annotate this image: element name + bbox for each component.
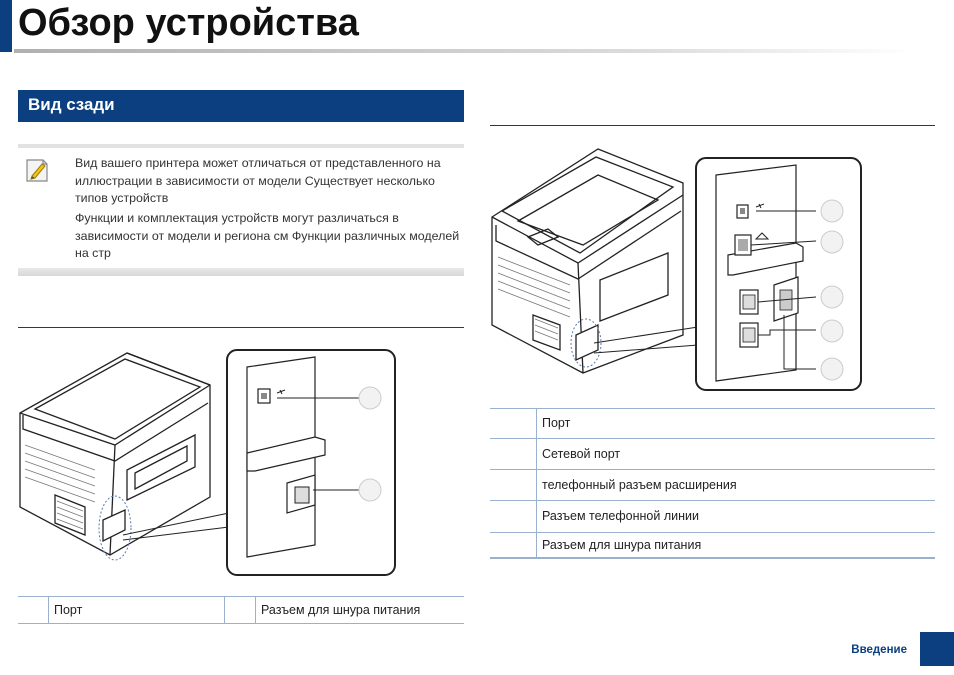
- left-figure-rule: [18, 327, 464, 328]
- part-number: [224, 597, 256, 624]
- part-label: Сетевой порт: [536, 438, 935, 470]
- part-number: [490, 532, 537, 559]
- part-number: [490, 500, 537, 533]
- footer-section-link[interactable]: Введение: [851, 644, 907, 656]
- table-row: Разъем для шнура питания: [490, 532, 935, 559]
- part-number: [490, 438, 537, 470]
- note-paragraph-2: Функции и комплектация устройств могут р…: [75, 211, 460, 260]
- part-number: [490, 469, 537, 501]
- pencil-note-icon: [26, 159, 48, 182]
- right-table-top-rule: [490, 408, 935, 409]
- table-row: Сетевой порт: [490, 438, 935, 470]
- part-label: Разъем для шнура питания: [536, 532, 935, 559]
- page-title: Обзор устройства: [18, 2, 359, 44]
- table-row: Разъем телефонной линии: [490, 500, 935, 533]
- table-row: телефонный разъем расширения: [490, 469, 935, 501]
- note-box-bottom: [18, 268, 464, 276]
- right-parts-table: Порт Сетевой порт телефонный разъем расш…: [490, 409, 935, 559]
- part-number: [490, 409, 537, 439]
- table-row: Порт: [490, 409, 935, 439]
- part-label: Разъем телефонной линии: [536, 500, 935, 533]
- rear-view-illustration-basic: [19, 349, 396, 576]
- part-label: Порт: [48, 597, 225, 624]
- note-paragraph-1: Вид вашего принтера может отличаться от …: [75, 156, 441, 205]
- left-parts-table: Порт Разъем для шнура питания: [18, 597, 464, 624]
- part-number: [18, 597, 49, 624]
- note-box: [18, 144, 464, 276]
- table-row: Порт Разъем для шнура питания: [18, 597, 464, 624]
- right-figure-rule: [490, 125, 935, 126]
- part-label: телефонный разъем расширения: [536, 469, 935, 501]
- rear-view-illustration-fax: [491, 148, 862, 391]
- part-label: Порт: [536, 409, 935, 439]
- left-table-top-rule: [18, 596, 464, 597]
- header-accent-bar: [0, 0, 12, 52]
- section-header: Вид сзади: [18, 90, 464, 122]
- part-label: Разъем для шнура питания: [255, 597, 464, 624]
- title-rule: [14, 49, 914, 53]
- page-number-badge: [920, 632, 954, 666]
